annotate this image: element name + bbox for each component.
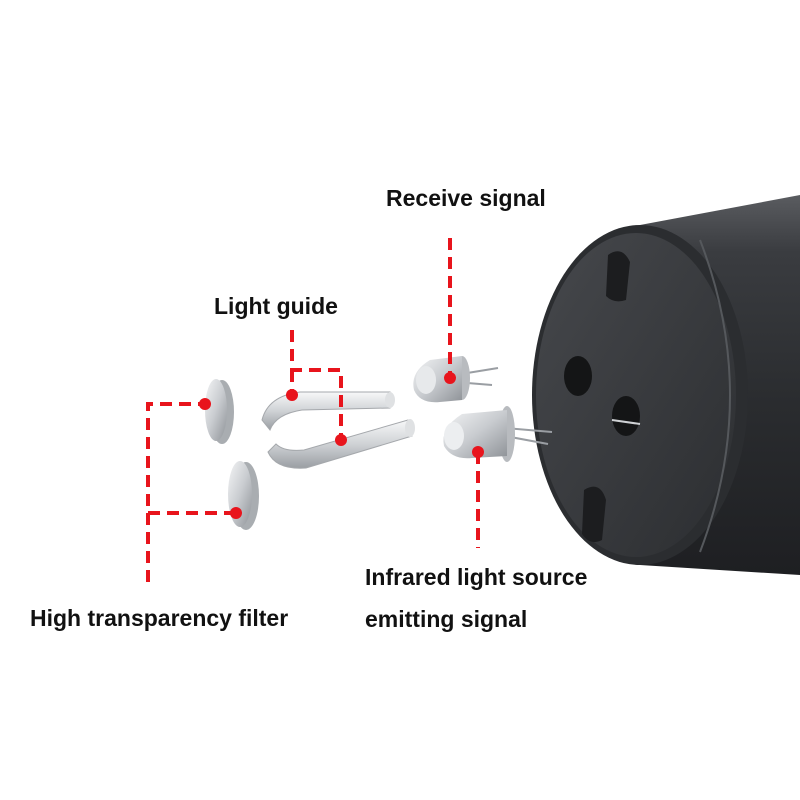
callout-dot-receive	[444, 372, 456, 384]
label-receive-signal: Receive signal	[386, 185, 546, 211]
callout-filter-leader	[146, 402, 236, 582]
label-infrared-line-1: Infrared light source	[365, 564, 588, 590]
filter-lower	[228, 461, 259, 530]
filter-upper	[205, 379, 234, 444]
receiver-led	[413, 356, 499, 403]
label-light-guide: Light guide	[214, 293, 338, 319]
sensor-housing	[532, 195, 800, 575]
callout-light-guide-leader	[290, 330, 343, 440]
callout-dot-infrared	[472, 446, 484, 458]
light-guide-upper	[261, 391, 395, 431]
callout-dot-light-guide-upper	[286, 389, 298, 401]
callout-dot-light-guide-lower	[335, 434, 347, 446]
callout-dot-filter-lower	[230, 507, 242, 519]
label-high-transparency-filter: High transparency filter	[30, 605, 289, 631]
callout-dot-filter-upper	[199, 398, 211, 410]
infrared-emitter-led	[443, 406, 553, 462]
label-infrared-line-2: emitting signal	[365, 606, 528, 632]
